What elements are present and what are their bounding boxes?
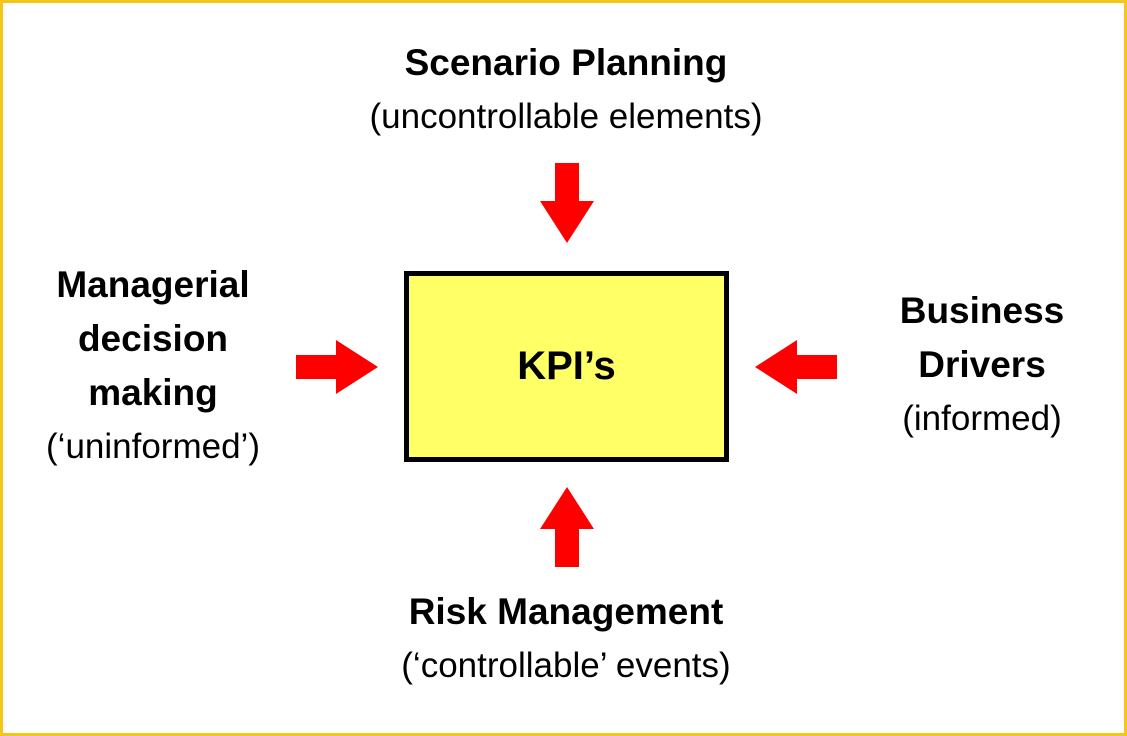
arrow-left-icon — [755, 340, 837, 394]
arrow-down-icon — [540, 163, 594, 243]
managerial-title-line-2: decision — [77, 318, 229, 359]
scenario-planning-title: Scenario Planning — [404, 42, 728, 83]
left-label-group: Managerial decision making (‘uninformed’… — [3, 258, 303, 474]
arrow-right-icon — [296, 340, 378, 394]
risk-management-title: Risk Management — [408, 591, 724, 632]
managerial-title-line-3: making — [88, 372, 218, 413]
business-drivers-title-line-2: Drivers — [918, 344, 1046, 385]
business-drivers-subtitle: (informed) — [902, 399, 1062, 438]
arrow-up-icon — [540, 487, 594, 567]
kpi-box: KPI’s — [404, 271, 729, 462]
right-label-group: Business Drivers (informed) — [848, 284, 1116, 446]
top-label-group: Scenario Planning (uncontrollable elemen… — [266, 36, 866, 144]
scenario-planning-subtitle: (uncontrollable elements) — [369, 97, 763, 136]
business-drivers-title-line-1: Business — [899, 290, 1065, 331]
bottom-label-group: Risk Management (‘controllable’ events) — [266, 585, 866, 693]
managerial-subtitle: (‘uninformed’) — [46, 427, 260, 466]
managerial-title-line-1: Managerial — [56, 264, 250, 305]
risk-management-subtitle: (‘controllable’ events) — [401, 646, 731, 685]
kpi-label: KPI’s — [517, 344, 616, 388]
